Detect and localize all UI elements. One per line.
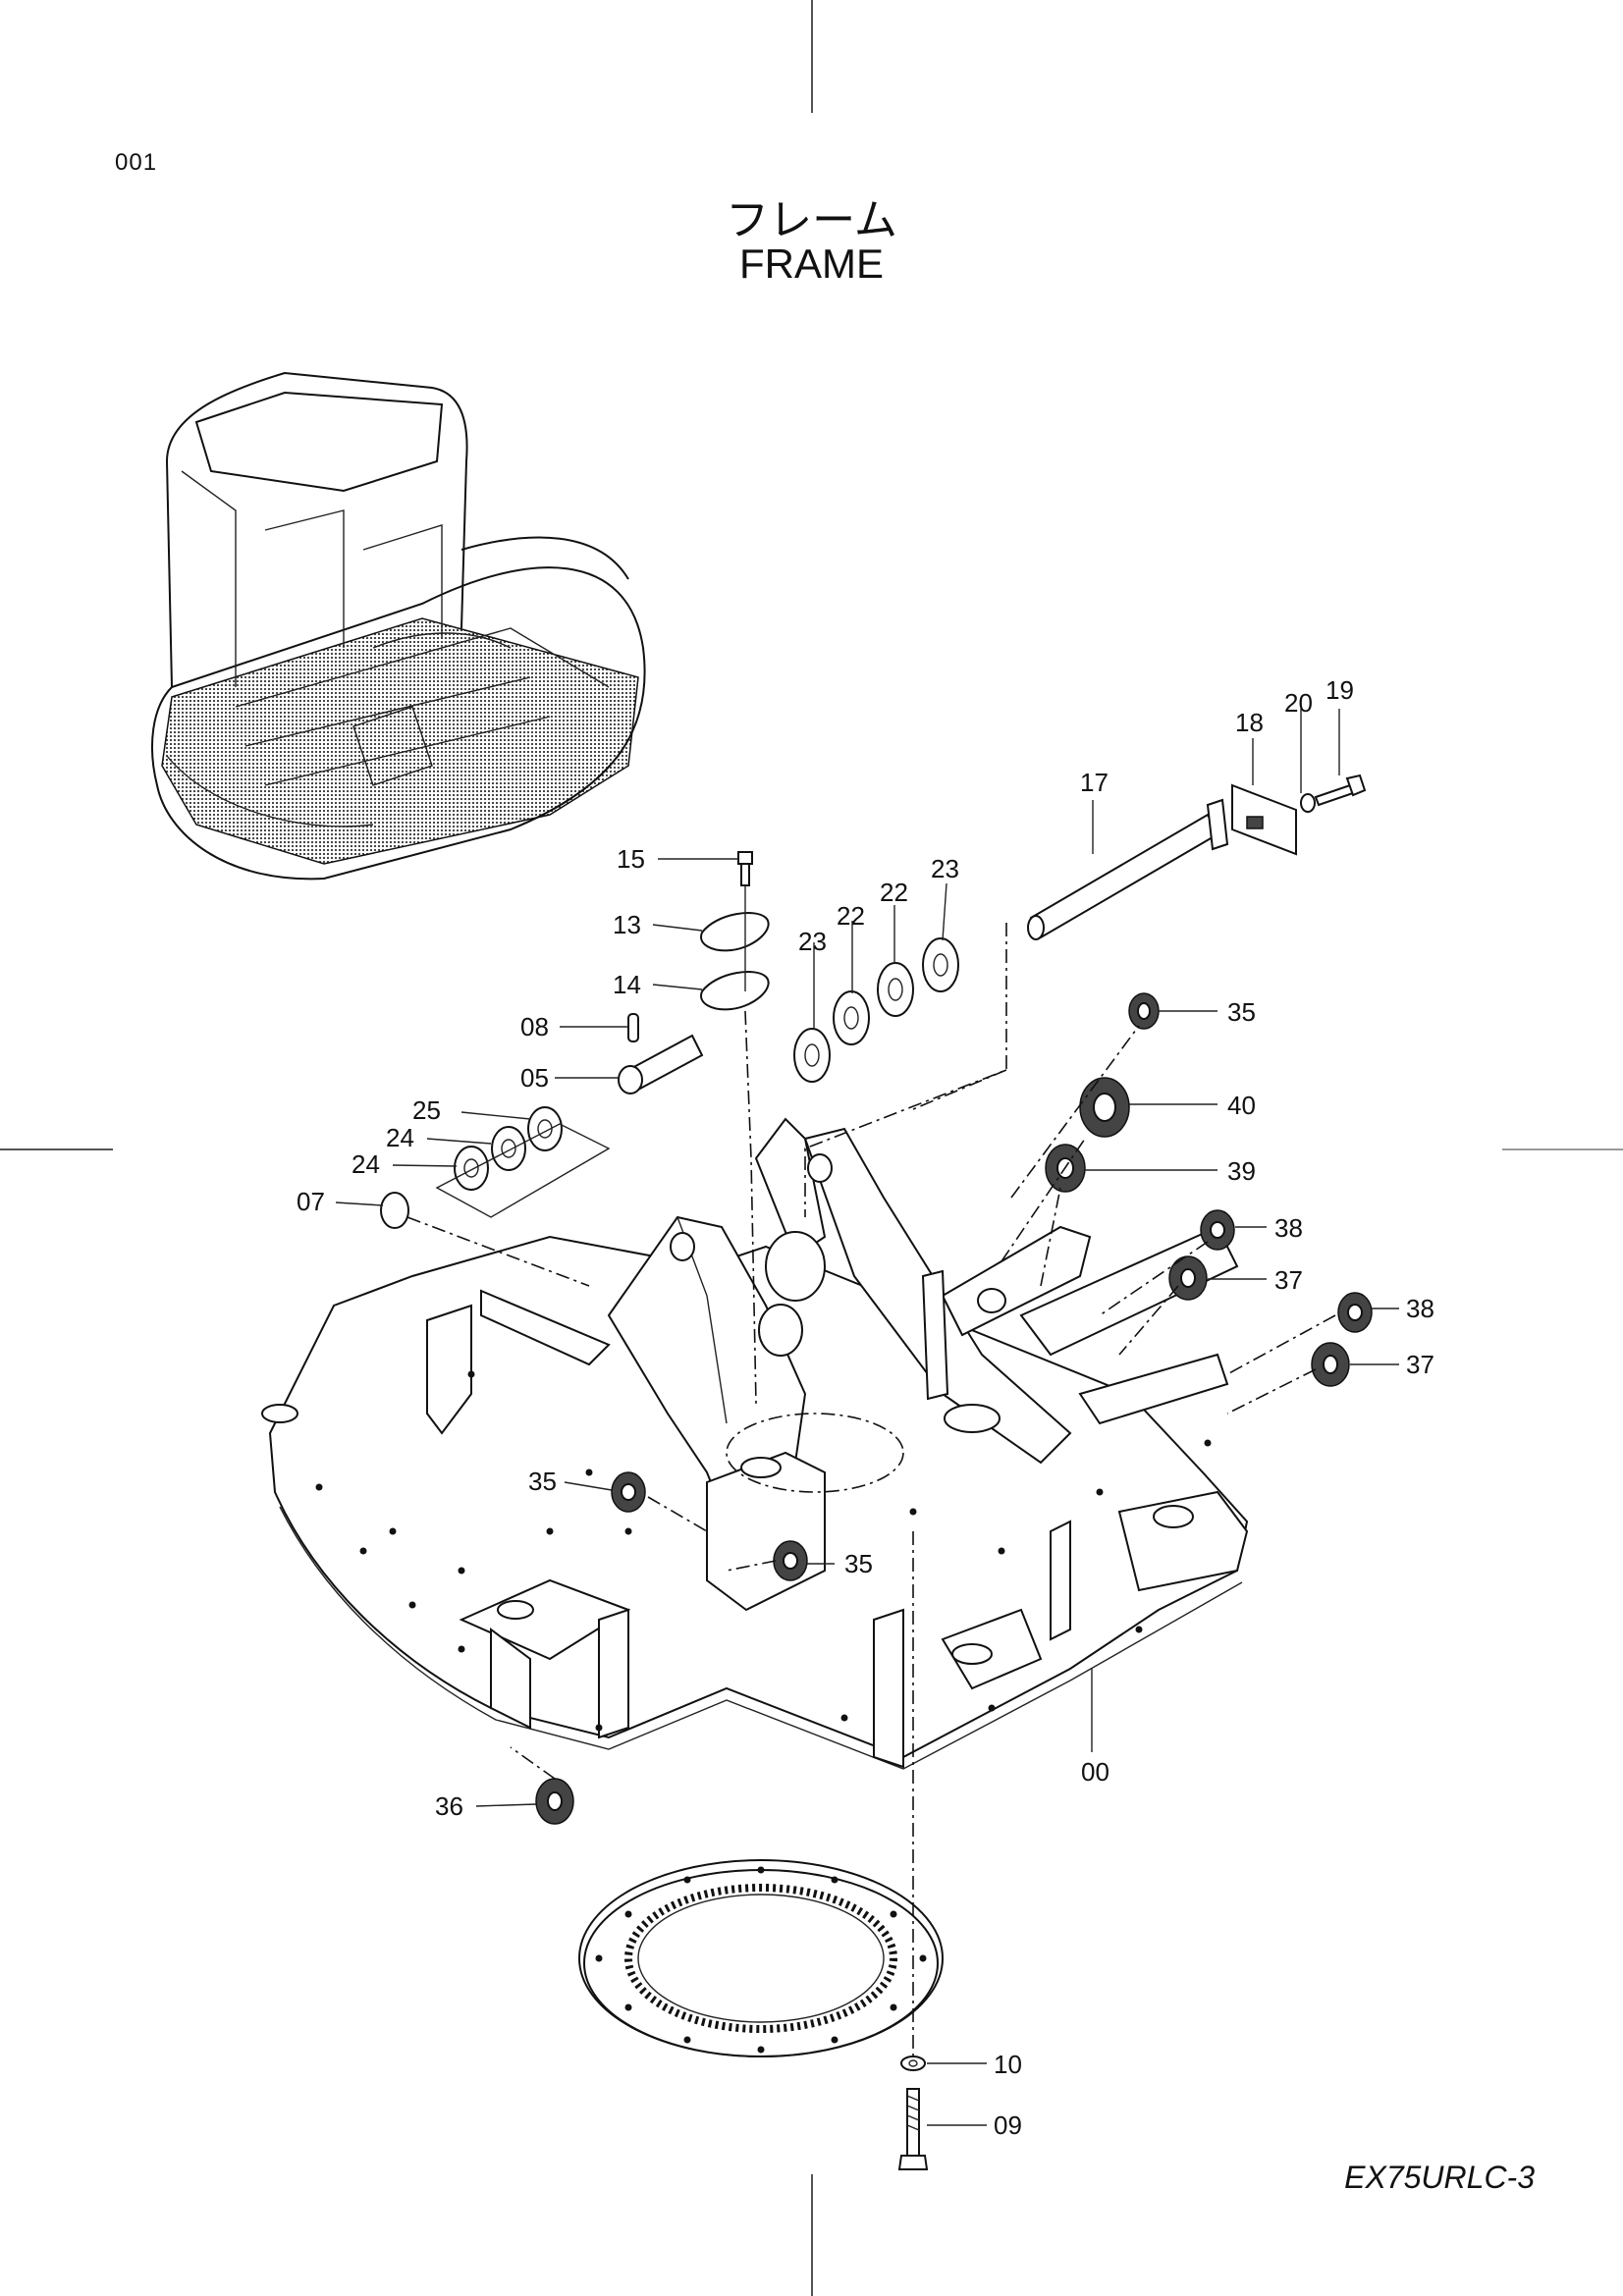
callout-05: 05 (520, 1063, 549, 1093)
callout-labels: 19 20 18 17 15 13 14 08 05 25 24 24 07 2… (297, 675, 1434, 2140)
bushing-37-a (1168, 1255, 1208, 1301)
model-code: EX75URLC-3 (1344, 2160, 1535, 2195)
trim-mark-left (0, 1148, 113, 1150)
callout-14: 14 (613, 970, 641, 999)
bolt-09 (897, 2088, 929, 2170)
bushing-37-b (1311, 1342, 1350, 1387)
plate-13 (700, 912, 770, 952)
page-number: 001 (115, 149, 158, 176)
callout-17: 17 (1080, 768, 1109, 797)
callout-08: 08 (520, 1012, 549, 1041)
callout-19: 19 (1325, 675, 1354, 705)
bushing-36 (535, 1778, 574, 1825)
bushing-35-centre (773, 1540, 808, 1581)
shims-22-23 (793, 937, 959, 1083)
plate-14 (700, 971, 770, 1011)
washer-20 (1300, 793, 1316, 813)
shims-24-25 (454, 1106, 563, 1191)
ring-07 (380, 1192, 409, 1229)
callout-38-b: 38 (1406, 1294, 1434, 1323)
callout-25: 25 (412, 1095, 441, 1125)
plate-18 (1231, 783, 1297, 856)
page-title: FRAME (739, 240, 884, 287)
callout-35-top: 35 (1227, 997, 1256, 1027)
callout-13: 13 (613, 910, 641, 939)
trim-mark-right (1502, 1148, 1623, 1150)
callout-37-a: 37 (1274, 1265, 1303, 1295)
callout-10: 10 (994, 2050, 1022, 2079)
washer-10 (900, 2056, 926, 2071)
callout-23-b: 23 (931, 854, 959, 883)
callout-24-a: 24 (386, 1123, 414, 1152)
leader-lines (335, 709, 1399, 2126)
bushing-38-b (1337, 1292, 1373, 1333)
pin-17 (1027, 798, 1229, 940)
bolt-19 (1314, 774, 1367, 807)
callout-35-centre: 35 (844, 1549, 873, 1578)
callout-07: 07 (297, 1187, 325, 1216)
bushing-40 (1079, 1077, 1130, 1138)
trim-mark-bottom (811, 2174, 813, 2296)
callout-09: 09 (994, 2110, 1022, 2140)
callout-15: 15 (617, 844, 645, 874)
callout-22-a: 22 (837, 901, 865, 931)
callout-22-b: 22 (880, 878, 908, 907)
callout-36: 36 (435, 1791, 463, 1821)
bushing-38-a (1200, 1209, 1235, 1251)
callout-23-a: 23 (798, 927, 827, 956)
callout-24-b: 24 (352, 1149, 380, 1179)
revolving-frame-icon (261, 1117, 1249, 1770)
swing-bearing-icon (578, 1859, 944, 2057)
callout-38-a: 38 (1274, 1213, 1303, 1243)
callout-00: 00 (1081, 1757, 1109, 1787)
trim-mark-top (811, 0, 813, 113)
bolt-15 (737, 851, 753, 886)
pin-05 (618, 1034, 704, 1095)
excavator-locator-icon (151, 371, 646, 881)
bushing-35-top (1128, 992, 1160, 1030)
callout-39: 39 (1227, 1156, 1256, 1186)
page-title-japanese: フレーム (726, 195, 897, 245)
callout-40: 40 (1227, 1091, 1256, 1120)
callout-37-b: 37 (1406, 1350, 1434, 1379)
callout-20: 20 (1284, 688, 1313, 718)
bushing-35-left (611, 1471, 646, 1513)
pin-08 (627, 1013, 639, 1042)
callout-35-left: 35 (528, 1467, 557, 1496)
callout-18: 18 (1235, 708, 1264, 737)
